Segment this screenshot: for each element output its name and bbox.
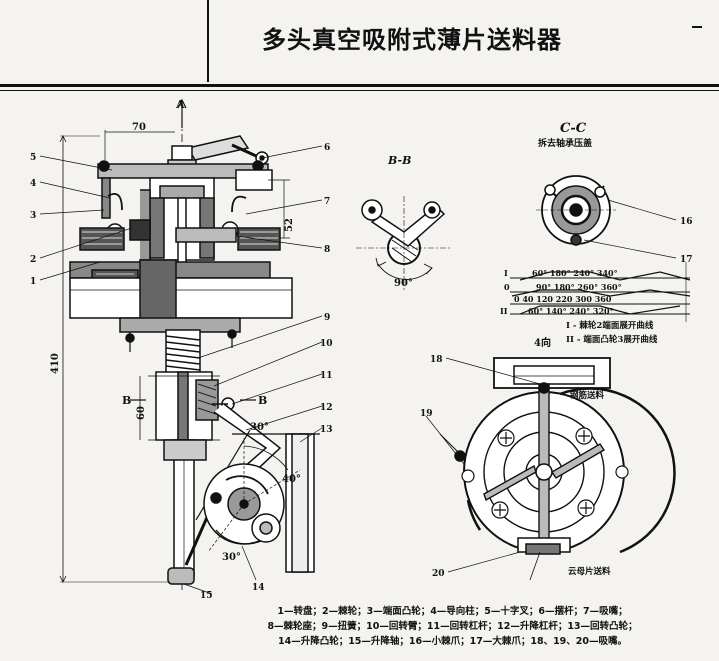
mechanism-drawing: A B B B-B C-C 拆去轴承压盖 4向 70 52 410 60 30°… (30, 98, 693, 601)
part-label-12: 12 (320, 403, 333, 413)
annotation-top-feed: 钢筋送料 (570, 390, 605, 401)
main-section-view (39, 98, 323, 595)
angle-90: 90° (394, 278, 413, 289)
legend-line: 1—转盘；2—棘轮；3—端面凸轮；4—导向柱；5—十字叉；6—摆杆；7—吸嘴； (277, 606, 628, 617)
dim-60: 60 (136, 406, 147, 420)
title-block: 多头真空吸附式薄片送料器 (0, 0, 719, 92)
parts-legend: 1—转盘；2—棘轮；3—端面凸轮；4—导向柱；5—十字叉；6—摆杆；7—吸嘴； … (190, 604, 715, 649)
part-label-9: 9 (324, 313, 330, 323)
timing-row-0: 90° 180° 260° 360° (536, 282, 622, 292)
dim-70: 70 (132, 122, 146, 133)
part-label-20: 20 (432, 569, 445, 579)
angle-30-bottom: 30° (222, 552, 241, 563)
timing-note-2: II - 端面凸轮3展开曲线 (566, 334, 658, 345)
part-label-3: 3 (30, 211, 36, 221)
timing-row-0b: 0 40 120 220 300 360 (514, 294, 612, 304)
part-label-7: 7 (324, 197, 330, 207)
timing-diagram (510, 262, 691, 322)
title-rule-thin (0, 90, 719, 91)
view-4-turntable (425, 357, 676, 581)
page-title: 多头真空吸附式薄片送料器 (262, 26, 562, 54)
timing-row-2: 60° 140° 240° 320° (528, 306, 614, 316)
part-label-10: 10 (320, 339, 333, 349)
angle-30-top: 30° (250, 422, 269, 433)
section-bb-view (356, 196, 452, 290)
section-cc-subtitle: 拆去轴承压盖 (538, 137, 592, 149)
annotation-mica-feed: 云母片送料 (568, 566, 611, 577)
part-label-4: 4 (30, 179, 36, 189)
title-rule-thick (0, 84, 719, 87)
part-label-6: 6 (324, 143, 330, 153)
timing-row-1: 60° 180° 240° 340° (532, 268, 618, 278)
timing-note-1: I - 棘轮2端面展开曲线 (566, 320, 654, 331)
part-label-1: 1 (30, 277, 36, 287)
title-block-divider (207, 0, 209, 82)
section-bb-title: B-B (387, 154, 411, 167)
part-label-15: 15 (200, 591, 213, 601)
timing-row-0-label: 0 (504, 282, 510, 292)
section-mark-b-right: B (258, 394, 267, 407)
part-label-16: 16 (680, 217, 693, 227)
dim-410: 410 (50, 353, 61, 374)
part-label-19: 19 (420, 409, 433, 419)
part-label-18: 18 (430, 355, 443, 365)
angle-40: 40° (282, 474, 301, 485)
dim-52: 52 (284, 218, 295, 232)
part-label-8: 8 (324, 245, 330, 255)
part-label-14: 14 (252, 583, 265, 593)
timing-row-1-label: I (504, 268, 508, 278)
legend-line: 14—升降凸轮；15—升降轴；16—小棘爪；17—大棘爪；18、19、20—吸嘴… (277, 636, 628, 647)
corner-mark (692, 26, 702, 28)
timing-row-2-label: II (500, 306, 508, 316)
section-cc-view (536, 175, 677, 259)
part-label-5: 5 (30, 153, 36, 163)
part-label-17: 17 (680, 255, 693, 265)
section-mark-a: A (175, 98, 185, 111)
part-label-2: 2 (30, 255, 36, 265)
part-label-11: 11 (320, 371, 333, 381)
section-mark-b-left: B (122, 394, 131, 407)
view-4-title: 4向 (534, 336, 551, 349)
part-label-13: 13 (320, 425, 333, 435)
section-cc-title: C-C (560, 121, 587, 136)
legend-line: 8—棘轮座；9—扭簧；10—回转臂；11—回转杠杆；12—升降杠杆；13—回转凸… (267, 621, 638, 632)
